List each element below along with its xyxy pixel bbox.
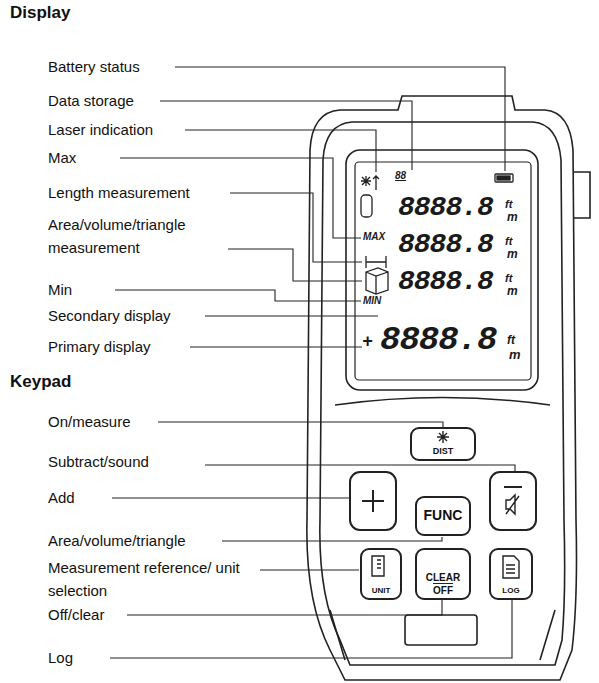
lcd-unit: ft (505, 272, 512, 285)
laser-icon (361, 176, 379, 190)
lcd-small: MIN (363, 295, 381, 307)
lcd-unit: ft (505, 198, 512, 211)
area-icon (366, 268, 388, 294)
screen-bezel (346, 150, 538, 390)
key-button: FUNC (415, 496, 471, 536)
callout: Max (48, 149, 76, 167)
device-body (307, 96, 577, 680)
lcd-screen (355, 162, 531, 380)
heading: Keypad (10, 372, 71, 392)
key-button: UNIT (360, 548, 402, 600)
battery-icon (495, 174, 513, 182)
callout: Off/clear (48, 606, 104, 624)
key-button: CLEAROFF (415, 548, 471, 600)
unit-key-icon (372, 556, 384, 576)
lcd-unit: ft (505, 235, 512, 248)
key-label: DIST (433, 447, 454, 457)
lcd-digits: 8888.8 (398, 191, 493, 225)
battery-fill (497, 176, 510, 180)
keypad-bevel (330, 398, 555, 661)
lcd-small: 88 (395, 170, 406, 182)
key-button: DIST (410, 427, 476, 461)
log-key-icon (503, 556, 519, 578)
lcd-digits: 8888.8 (398, 265, 493, 299)
lcd-unit: ft (507, 333, 515, 347)
device-icon (361, 195, 372, 217)
heading: Display (10, 3, 70, 23)
key-label: FUNC (424, 508, 463, 523)
minus-symbol (504, 486, 522, 488)
callout: Measurement reference/ unit selection (48, 557, 248, 602)
callout: Primary display (48, 338, 151, 356)
lcd-small: + (362, 331, 373, 353)
bottom-slot (405, 615, 477, 645)
laser-key-icon (437, 431, 449, 443)
callout: Length measurement (48, 184, 190, 202)
callout: Add (48, 489, 75, 507)
lcd-unit: m (509, 347, 521, 363)
lcd-unit: m (507, 210, 518, 224)
callout: Area/volume/triangle measurement (48, 214, 218, 259)
key-label: LOG (502, 587, 519, 596)
key-label: CLEAR (426, 572, 460, 583)
callout: Area/volume/triangle (48, 532, 186, 550)
speaker-icon (506, 495, 519, 514)
length-icon (366, 256, 386, 268)
callout: Laser indication (48, 121, 153, 139)
lcd-digits: 8888.8 (380, 320, 496, 361)
callout: Log (48, 649, 73, 667)
callout: Battery status (48, 58, 140, 76)
callout: Data storage (48, 92, 134, 110)
lcd-digits: 8888.8 (398, 228, 493, 262)
lcd-small: MAX (363, 231, 385, 243)
key-button: LOG (489, 548, 533, 600)
callout: Min (48, 281, 72, 299)
side-clip (574, 172, 590, 218)
key-label: OFF (433, 583, 453, 596)
plus-symbol (362, 490, 384, 512)
device-inner-edge (320, 122, 565, 665)
callout: Secondary display (48, 307, 171, 325)
callout: Subtract/sound (48, 453, 149, 471)
lcd-unit: m (507, 284, 518, 298)
callout: On/measure (48, 413, 131, 431)
key-label: UNIT (372, 587, 391, 596)
lcd-unit: m (507, 247, 518, 261)
